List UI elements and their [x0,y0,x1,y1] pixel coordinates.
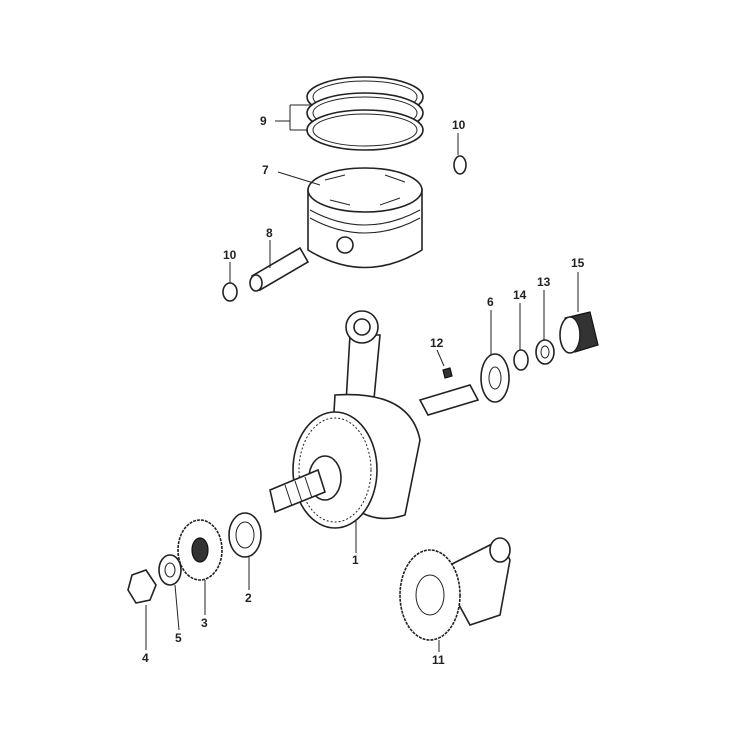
leader-lines [145,104,579,652]
callout-1: 1 [352,553,359,567]
thrust-washer [480,353,510,403]
washer-5 [158,554,182,586]
callout-3: 3 [201,616,208,630]
circlip-left [222,282,238,302]
crankshaft [269,384,480,529]
callout-8: 8 [266,226,273,240]
callout-10-circlip-left: 10 [223,248,237,262]
callout-14: 14 [513,288,527,302]
piston [307,167,423,269]
callout-12: 12 [430,336,444,350]
callout-9: 9 [260,114,267,128]
gear-15 [559,311,599,354]
circlip-right [453,155,467,175]
gear-3 [177,519,223,581]
callout-11: 11 [432,653,445,667]
callout-5: 5 [175,631,182,645]
callout-15: 15 [571,256,585,270]
balancer-shaft [399,537,511,641]
nut-4 [127,569,157,604]
callout-2: 2 [245,591,252,605]
nut [535,339,555,365]
callout-6: 6 [487,295,494,309]
callout-10-circlip-right: 10 [452,118,466,132]
woodruff-key [442,367,453,379]
piston-rings [306,76,424,151]
piston-pin [249,246,310,292]
bearing-2 [228,512,262,558]
callout-7: 7 [262,163,269,177]
callout-13: 13 [537,275,551,289]
washer [513,349,529,371]
callout-4: 4 [142,651,149,665]
